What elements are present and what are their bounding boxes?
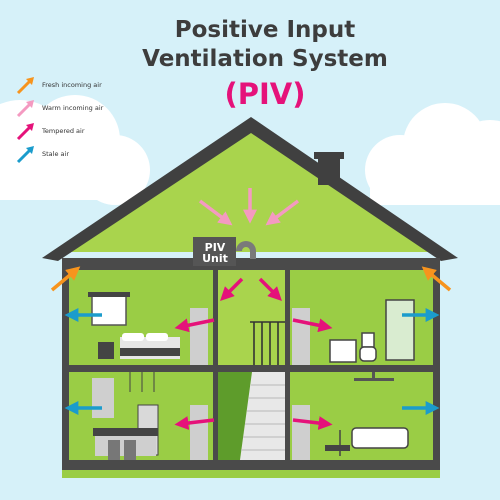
piv-unit-label: PIV Unit: [195, 242, 235, 264]
fresh-arrow-left: [50, 266, 81, 292]
fridge: [92, 378, 114, 418]
cloud-right: [365, 103, 500, 205]
kitchen-door: [190, 405, 208, 460]
stair-railing: [250, 321, 285, 365]
tempered-air-arrows: [174, 277, 333, 430]
fresh-air-arrows: [50, 266, 452, 292]
pendant-lights: [129, 372, 155, 392]
bedroom-door: [190, 308, 208, 365]
bedroom-window: [91, 294, 127, 326]
tempered-air-icon: [16, 123, 34, 141]
living-door: [292, 405, 310, 460]
bathroom-door: [292, 308, 310, 365]
tempered-arrow-kitchen: [174, 416, 215, 430]
landing: [218, 270, 285, 365]
kitchen-island: [93, 428, 158, 436]
tempered-arrow-living: [292, 416, 333, 430]
fresh-air-icon: [16, 77, 34, 95]
vanity: [329, 339, 357, 363]
legend-label: Fresh incoming air: [42, 81, 102, 89]
toilet: [361, 332, 375, 348]
legend-label: Warm incoming air: [42, 104, 104, 112]
bar-stools: [108, 440, 120, 460]
first-floor-slab: [62, 365, 440, 372]
tempered-arrow-down-left: [220, 277, 244, 301]
fresh-arrow-right: [421, 266, 452, 292]
warm-air-arrows: [198, 188, 300, 226]
warm-arrow-right: [265, 199, 300, 226]
shower: [385, 299, 415, 361]
legend-label: Tempered air: [42, 127, 85, 135]
title-line-2: Ventilation System: [142, 46, 388, 72]
piv-unit-label-line2: Unit: [202, 252, 228, 265]
piv-unit-box: [193, 237, 236, 266]
title-line-1: Positive Input: [174, 17, 356, 43]
cloud-left: [0, 95, 150, 205]
sofa: [351, 427, 409, 449]
tempered-arrow-bedroom: [174, 318, 215, 333]
staircase: [240, 372, 285, 460]
title-line-3: (PIV): [224, 77, 306, 111]
attic-floor: [62, 258, 440, 270]
tempered-arrow-down-right: [258, 277, 282, 301]
legend-label: Stale air: [42, 150, 69, 158]
piv-unit-duct: [236, 241, 256, 259]
attic-gable: [60, 118, 440, 252]
warm-arrow-left: [198, 199, 233, 226]
stale-air-icon: [16, 146, 34, 164]
nightstand: [98, 342, 114, 359]
ground-slab: [62, 460, 440, 470]
tempered-arrow-bathroom: [292, 318, 333, 333]
side-table: [325, 445, 350, 451]
warm-air-icon: [16, 100, 34, 118]
stale-air-arrows: [64, 308, 440, 415]
piv-unit-label-line1: PIV: [204, 241, 226, 254]
